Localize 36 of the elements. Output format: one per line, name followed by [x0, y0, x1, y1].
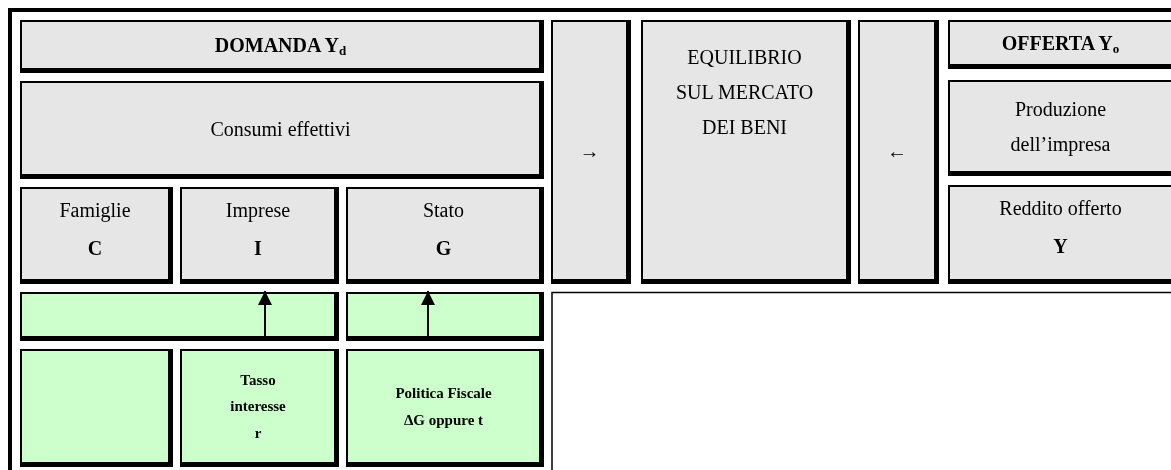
component-cell: [948, 185, 1171, 284]
arrow: [421, 290, 435, 337]
symbol-label: r: [254, 423, 262, 443]
empty-bar: [20, 292, 339, 341]
empty-bar: [346, 292, 544, 341]
cell-label: Reddito offerto: [999, 196, 1122, 221]
policy-cell: [346, 349, 544, 467]
component-cell: [180, 187, 339, 284]
category-cell: [948, 80, 1171, 176]
symbol-label: I: [254, 236, 262, 261]
arrow: [258, 290, 272, 337]
component-cell: [346, 187, 544, 284]
symbol-label: ΔG oppure t: [403, 410, 484, 430]
cell-text: Consumi effettivi: [210, 116, 351, 142]
cell-text: DOMANDA Y$_{d}$: [214, 33, 347, 60]
cell-text: EQUILIBRIO SUL MERCATO DEI BENI: [674, 45, 815, 140]
cell-label: Imprese: [225, 198, 291, 224]
policy-cell: [180, 349, 339, 467]
arrow-cell: [551, 20, 631, 284]
cell-label: Famiglie: [59, 198, 131, 224]
symbol-label: C: [87, 236, 103, 261]
cell-text: OFFERTA Y$_{o}$: [1001, 31, 1120, 58]
heading-cell: [20, 20, 544, 73]
category-cell: [20, 81, 544, 179]
arrow-cell: [858, 20, 939, 284]
symbol-label: Y: [1053, 234, 1068, 259]
heading-cell: [948, 20, 1171, 69]
cell-text: Produzione dell’impresa: [1009, 96, 1112, 158]
empty-box: [20, 349, 173, 467]
cell-label: Politica Fiscale: [395, 384, 492, 404]
cell-label: Stato: [422, 198, 465, 223]
cell-text: →: [579, 138, 600, 164]
symbol-label: G: [435, 236, 452, 261]
equilibrium-cell: [641, 20, 851, 284]
component-cell: [20, 187, 173, 284]
cell-text: ←: [887, 138, 907, 164]
